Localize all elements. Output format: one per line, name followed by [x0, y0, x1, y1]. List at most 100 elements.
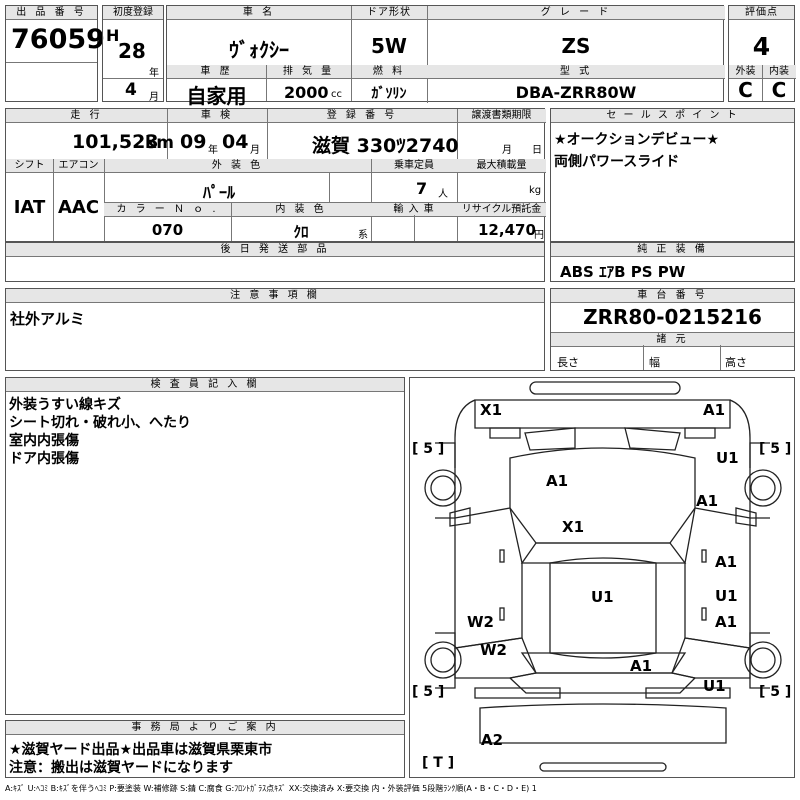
office-notice-label: 事 務 局 よ り ご 案 内	[6, 721, 404, 735]
shift: IAT	[13, 197, 46, 218]
recycle-deposit: 12,470	[478, 221, 536, 239]
color-label: 外 装 色	[104, 159, 371, 173]
lot-number-label: 出 品 番 号	[6, 6, 97, 20]
history-label: 車 歴	[167, 65, 266, 79]
history: 自家用	[186, 84, 247, 108]
damage-mark-a1-front-right: A1	[703, 401, 726, 419]
later-parts-box: 後 日 発 送 部 品	[5, 242, 545, 282]
tire-front-right: [ 5 ]	[759, 441, 792, 457]
office-notice-line-2: 注意：搬出は滋賀ヤードになります	[9, 760, 233, 776]
inspector-note-2: シート切れ・破れ小、へたり	[9, 415, 191, 431]
inspector-notes-label: 検 査 員 記 入 欄	[6, 378, 404, 392]
tire-front-left: [ 5 ]	[412, 441, 445, 457]
chassis-number: ZRR80-0215216	[583, 305, 762, 329]
person-unit: 人	[438, 189, 448, 200]
tire-rear-right: [ 5 ]	[759, 684, 792, 700]
shift-label: シフト	[6, 159, 53, 173]
genuine-equipment-label: 純 正 装 備	[551, 243, 794, 257]
inspection-label: 車 検	[167, 109, 267, 123]
length-label: 長さ	[557, 356, 579, 369]
fuel: ｶﾞｿﾘﾝ	[371, 86, 407, 102]
damage-mark-x1-windshield: X1	[562, 518, 585, 536]
damage-mark-a1-right-side: A1	[715, 553, 738, 571]
aircon-label: エアコン	[53, 159, 104, 173]
displacement: 2000	[284, 83, 329, 102]
recycle-label: リサイクル預託金	[457, 202, 546, 217]
vehicle-details-box: 走 行 車 検 登 録 番 号 譲渡書類期限 101,523 km 09 年 0…	[5, 108, 546, 242]
registration-month: 4	[125, 80, 137, 100]
year-unit: 年	[149, 68, 159, 79]
width-label: 幅	[649, 356, 660, 369]
kg-unit: kg	[529, 185, 542, 196]
km-unit: km	[145, 133, 175, 153]
month-unit: 月	[149, 92, 159, 103]
car-info-box: 車 名 ドア形状 グ レ ー ド ｳﾞｫｸｼｰ 5W ZS 車 歴 排 気 量 …	[166, 5, 725, 108]
lot-number-box: 出 品 番 号 76059	[5, 5, 105, 102]
capacity: 7	[416, 179, 428, 198]
cc-unit: cc	[331, 89, 342, 100]
kei-unit: 系	[358, 230, 368, 241]
genuine-equipment: ABS ｴｱB PS PW	[560, 263, 686, 281]
aircon: AAC	[57, 197, 100, 218]
color-no-label: カ ラ ー Ｎ ｏ .	[104, 202, 231, 217]
car-name: ｳﾞｫｸｼｰ	[229, 38, 289, 62]
chassis-label: 車 台 番 号	[551, 289, 794, 303]
inspector-note-3: 室内内張傷	[9, 433, 79, 449]
insp-year-unit: 年	[208, 145, 218, 156]
exterior-label: 外装	[729, 65, 762, 79]
damage-mark-x1-front-left: X1	[480, 401, 503, 419]
car-diagram	[424, 381, 782, 772]
inspection-month: 04	[222, 131, 249, 153]
grade-label: グ レ ー ド	[427, 6, 725, 20]
exterior-color: ﾊﾟｰﾙ	[202, 183, 235, 202]
score-box: 評価点 4 外装 内装 C C	[728, 5, 796, 102]
genuine-equipment-box: 純 正 装 備 ABS ｴｱB PS PW	[550, 242, 795, 282]
damage-mark-a1-right-rear: A1	[715, 613, 738, 631]
chassis-box: 車 台 番 号 ZRR80-0215216 諸 元 長さ 幅 高さ	[550, 288, 795, 371]
office-notice-line-1: ★滋賀ヤード出品★出品車は滋賀県栗東市	[9, 742, 273, 758]
damage-mark-u1-rear-right: U1	[703, 677, 726, 695]
spare-tire: [ T ]	[422, 755, 455, 771]
office-notice-box: 事 務 局 よ り ご 案 内 ★滋賀ヤード出品★出品車は滋賀県栗東市 注意：搬…	[5, 720, 405, 778]
int-color-label: 内 装 色	[231, 202, 371, 217]
grade: ZS	[561, 34, 591, 58]
yen-unit: 円	[534, 230, 544, 241]
mileage: 101,523	[72, 131, 159, 153]
inspector-note-1: 外装うすい線キズ	[9, 397, 121, 413]
first-registration-box: 初度登録 H 28 年 4 月	[102, 5, 164, 103]
damage-mark-a1-hood: A1	[546, 472, 569, 490]
inspection-year: 09	[180, 131, 207, 153]
interior-label: 内装	[762, 65, 796, 79]
damage-mark-w2-left-rear-fender: W2	[480, 641, 507, 659]
lot-number: 76059	[11, 24, 105, 55]
max-load-label: 最大積載量	[457, 159, 546, 173]
sales-point-label: セ ー ル ス ポ イ ン ト	[551, 109, 794, 123]
color-number: 070	[151, 221, 184, 239]
inspector-note-4: ドア内張傷	[9, 451, 79, 467]
era: H	[106, 26, 120, 45]
car-name-label: 車 名	[167, 6, 351, 20]
damage-mark-a2-rear-bumper: A2	[481, 731, 504, 749]
score: 4	[752, 32, 771, 61]
sales-point-line-2: 両側パワースライド	[554, 154, 680, 170]
legend: A:ｷｽﾞ U:ﾍｺﾐ B:ｷｽﾞを伴うﾍｺﾐ P:要塗装 W:補修跡 S:錆 …	[5, 784, 537, 793]
tire-rear-left: [ 5 ]	[412, 684, 445, 700]
damage-mark-a1-rear-window: A1	[630, 657, 653, 675]
later-parts-label: 後 日 発 送 部 品	[6, 243, 544, 257]
sales-point-box: セ ー ル ス ポ イ ン ト ★オークションデビュー★ 両側パワースライド	[550, 108, 795, 242]
dims-label: 諸 元	[551, 332, 794, 347]
mileage-label: 走 行	[6, 109, 167, 123]
fuel-label: 燃 料	[351, 65, 427, 79]
registration-year: 28	[118, 39, 146, 63]
plate-label: 登 録 番 号	[267, 109, 457, 123]
door-label: ドア形状	[351, 6, 427, 20]
damage-mark-u1-front-right-fender: U1	[716, 449, 739, 467]
notes-box: 注 意 事 項 欄 社外アルミ	[5, 288, 545, 371]
notes-label: 注 意 事 項 欄	[6, 289, 544, 303]
exterior-score: C	[738, 78, 753, 102]
plate-number: 滋賀 330ﾂ2740	[312, 135, 459, 157]
inspector-notes-box: 検 査 員 記 入 欄 外装うすい線キズ シート切れ・破れ小、へたり 室内内張傷…	[5, 377, 405, 715]
damage-mark-a1-right-front-door: A1	[696, 492, 719, 510]
damage-mark-u1-roof: U1	[591, 588, 614, 606]
door-type: 5W	[371, 34, 407, 58]
